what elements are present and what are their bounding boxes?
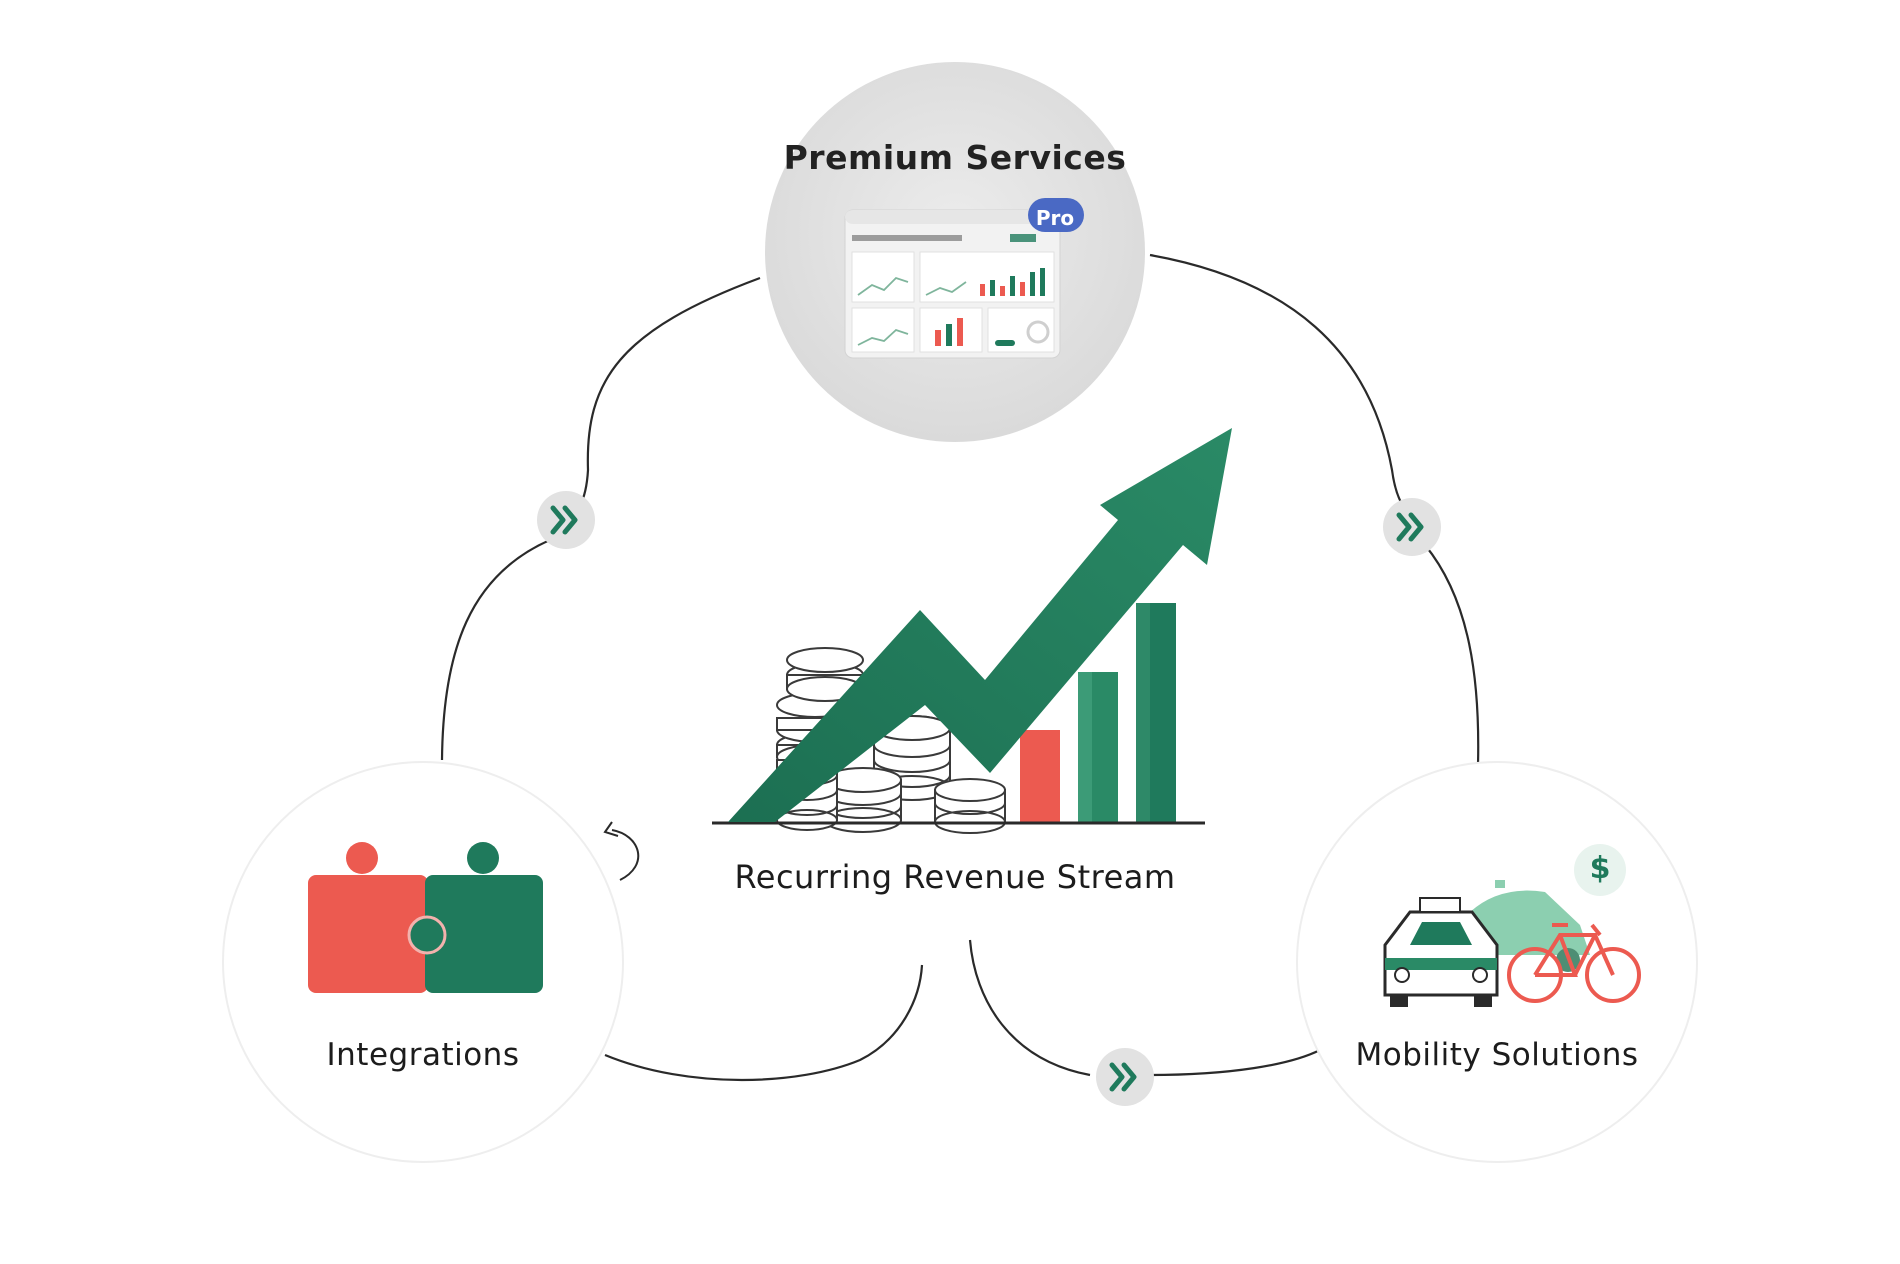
bar-red: [1020, 730, 1060, 822]
chevron-right: [1383, 498, 1441, 556]
dashboard-icon: [844, 209, 1061, 359]
connector-right-mobility: [1424, 544, 1480, 766]
connector-center-mobility: [968, 939, 1091, 1077]
double-chevron-icon: [550, 505, 578, 535]
double-chevron-icon: [1396, 512, 1424, 542]
curl-arrow: [611, 829, 640, 881]
chevron-left: [537, 491, 595, 549]
connector-integrations-center: [604, 964, 924, 1082]
connector-premium-right: [1149, 253, 1413, 517]
chevron-bottom: [1096, 1048, 1154, 1106]
integrations-node: [222, 761, 624, 1163]
mobility-solutions-label: Mobility Solutions: [1355, 1037, 1639, 1073]
taxi-icon: [1383, 897, 1499, 1007]
curl-arrowhead: [603, 821, 619, 837]
pro-badge: [1028, 198, 1084, 232]
connector-mobility-bottom: [1149, 1049, 1321, 1077]
double-chevron-icon: [1109, 1062, 1137, 1092]
pro-badge-label: Pro: [1035, 206, 1075, 230]
growth-chart-illustration: [712, 428, 1232, 834]
dollar-coin-icon: [1574, 844, 1626, 896]
recurring-revenue-label: Recurring Revenue Stream: [734, 858, 1176, 896]
connector-left-integrations: [440, 538, 551, 761]
bicycle-icon: [1507, 923, 1641, 1003]
premium-services-node: [765, 62, 1145, 442]
integrations-label: Integrations: [326, 1037, 520, 1073]
connector-premium-left: [565, 276, 761, 521]
premium-services-label: Premium Services: [783, 138, 1127, 177]
growth-arrow-icon: [728, 428, 1232, 822]
mobility-solutions-node: [1296, 761, 1698, 1163]
puzzle-icon: [308, 842, 543, 993]
dollar-sign-label: $: [1589, 851, 1611, 886]
